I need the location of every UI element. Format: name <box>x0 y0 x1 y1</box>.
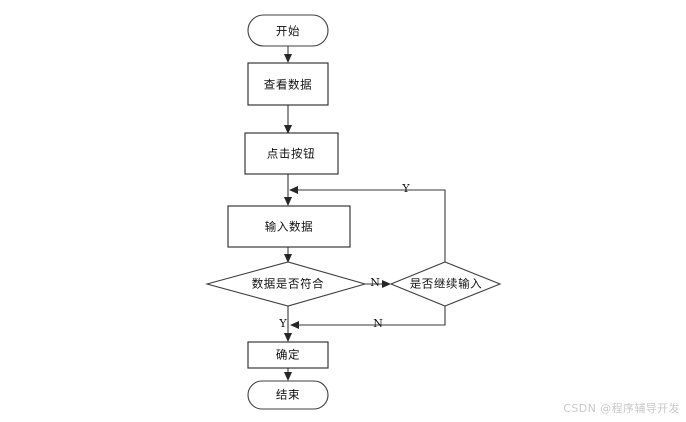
node-view-data-label: 查看数据 <box>264 78 312 92</box>
node-input-data-label: 输入数据 <box>265 220 313 234</box>
edge-check-to-continue: N <box>365 276 391 289</box>
node-confirm[interactable]: 确定 <box>247 341 329 369</box>
node-end-label: 结束 <box>276 388 300 402</box>
edge-label-no-continue: N <box>373 317 383 330</box>
edge-click-to-input <box>284 174 292 206</box>
node-input-data[interactable]: 输入数据 <box>227 205 351 248</box>
edge-check-yes-to-confirm: Y <box>278 305 292 342</box>
node-start[interactable]: 开始 <box>247 14 329 47</box>
edge-label-yes-check: Y <box>278 317 287 330</box>
node-continue-input[interactable]: 是否继续输入 <box>389 261 502 307</box>
edge-input-to-check <box>284 247 292 263</box>
edge-label-no-check: N <box>370 276 380 289</box>
edge-confirm-to-end <box>284 368 292 381</box>
edge-start-to-view <box>284 46 292 63</box>
edge-view-to-click <box>284 105 292 134</box>
node-click-button-label: 点击按钮 <box>267 147 315 161</box>
node-continue-input-label: 是否继续输入 <box>410 277 483 291</box>
node-click-button[interactable]: 点击按钮 <box>244 132 339 175</box>
watermark: CSDN @程序辅导开发 <box>563 402 680 415</box>
node-view-data[interactable]: 查看数据 <box>247 62 329 106</box>
node-end[interactable]: 结束 <box>247 380 329 410</box>
node-check-data-label: 数据是否符合 <box>252 277 325 291</box>
edge-continue-yes-to-input: Y <box>289 182 446 262</box>
edge-continue-no-to-confirm: N <box>290 305 446 330</box>
edge-label-yes-continue: Y <box>401 182 410 195</box>
node-check-data[interactable]: 数据是否符合 <box>204 261 368 307</box>
node-confirm-label: 确定 <box>276 348 300 362</box>
node-start-label: 开始 <box>276 24 300 38</box>
